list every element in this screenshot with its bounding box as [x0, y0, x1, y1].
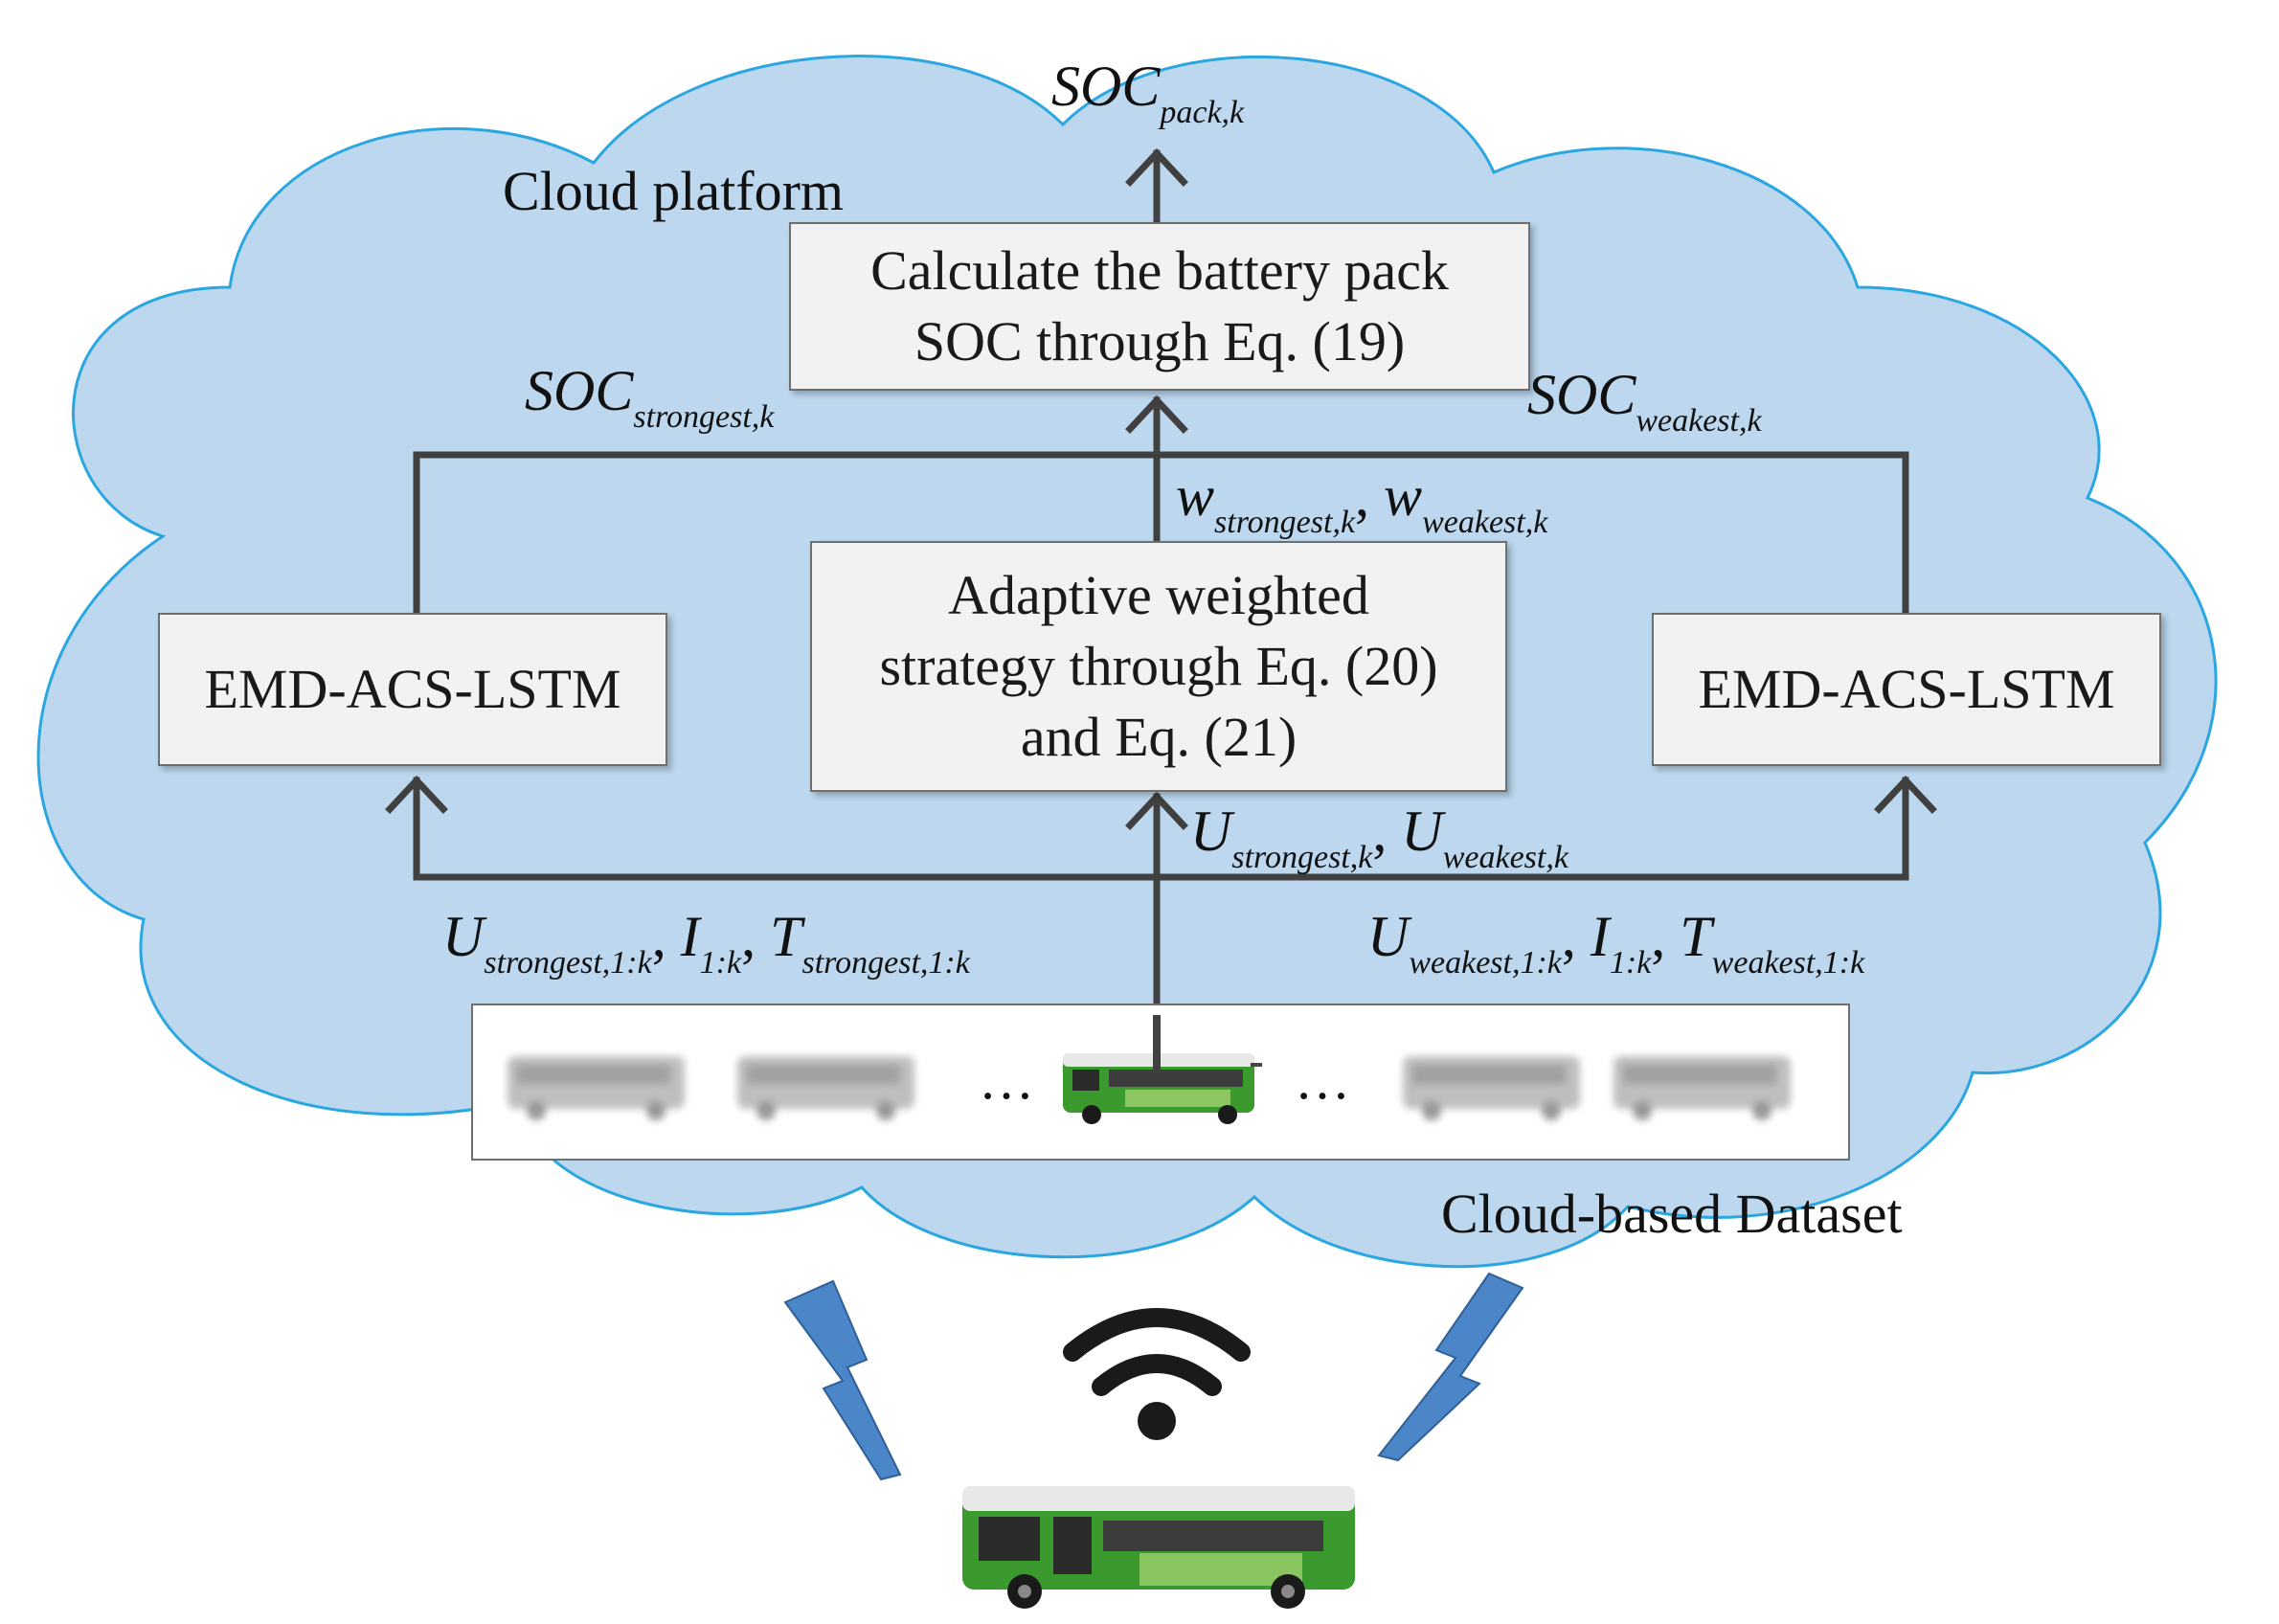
arrowhead-soc-pack	[1125, 147, 1188, 187]
soc-strongest-label: SOCstrongest,k	[525, 359, 775, 435]
lightning-left-icon	[783, 1279, 902, 1481]
arrowhead-middle-box	[1125, 791, 1188, 830]
line-strongest-output	[413, 451, 1909, 617]
top-box: Calculate the battery pack SOC through E…	[789, 222, 1530, 391]
middle-box-line-2: strategy through Eq. (20)	[879, 635, 1438, 697]
middle-box-line-3: and Eq. (21)	[1020, 706, 1297, 768]
lightning-right-icon	[1377, 1272, 1524, 1462]
bus-icon	[962, 1486, 1355, 1609]
top-box-line-2: SOC through Eq. (19)	[914, 310, 1406, 372]
dataset-ellipsis-left: …	[979, 1049, 1034, 1111]
right-box-label: EMD-ACS-LSTM	[1698, 658, 2115, 720]
left-box-label: EMD-ACS-LSTM	[204, 658, 621, 720]
arrowhead-right-box	[1874, 775, 1937, 814]
blurred-bus-icon	[737, 1056, 914, 1120]
wifi-icon	[1063, 1308, 1251, 1440]
weights-label: wstrongest,k, wweakest,k	[1176, 464, 1548, 540]
connectors	[385, 147, 1937, 1067]
left-box: EMD-ACS-LSTM	[158, 613, 667, 766]
cloud-platform-label: Cloud platform	[503, 160, 845, 222]
strongest-inputs-label: Ustrongest,1:k, I1:k, Tstrongest,1:k	[442, 905, 970, 981]
dataset-ellipsis-right: …	[1295, 1049, 1350, 1111]
right-box: EMD-ACS-LSTM	[1652, 613, 2161, 766]
lightning-icon	[783, 1272, 1524, 1481]
arrow-from-dataset	[1153, 1015, 1161, 1072]
middle-box: Adaptive weighted strategy through Eq. (…	[810, 541, 1507, 792]
blurred-bus-icon	[1403, 1056, 1580, 1120]
dataset-label: Cloud-based Dataset	[1441, 1183, 1903, 1245]
soc-weakest-label: SOCweakest,k	[1527, 363, 1762, 439]
weakest-inputs-label: Uweakest,1:k, I1:k, Tweakest,1:k	[1367, 905, 1865, 981]
arrowhead-left-box	[385, 775, 448, 814]
blurred-bus-icon	[1613, 1056, 1791, 1120]
middle-box-line-1: Adaptive weighted	[948, 564, 1369, 626]
soc-pack-label: SOCpack,k	[1051, 55, 1245, 130]
line-input-distribution	[413, 777, 1909, 881]
top-box-line-1: Calculate the battery pack	[870, 239, 1449, 302]
u-mid-label: Ustrongest,k, Uweakest,k	[1190, 800, 1568, 875]
blurred-bus-icon	[508, 1056, 685, 1120]
arrowhead-top-box	[1125, 395, 1188, 434]
dataset-bus-front-icon	[1063, 1053, 1262, 1124]
